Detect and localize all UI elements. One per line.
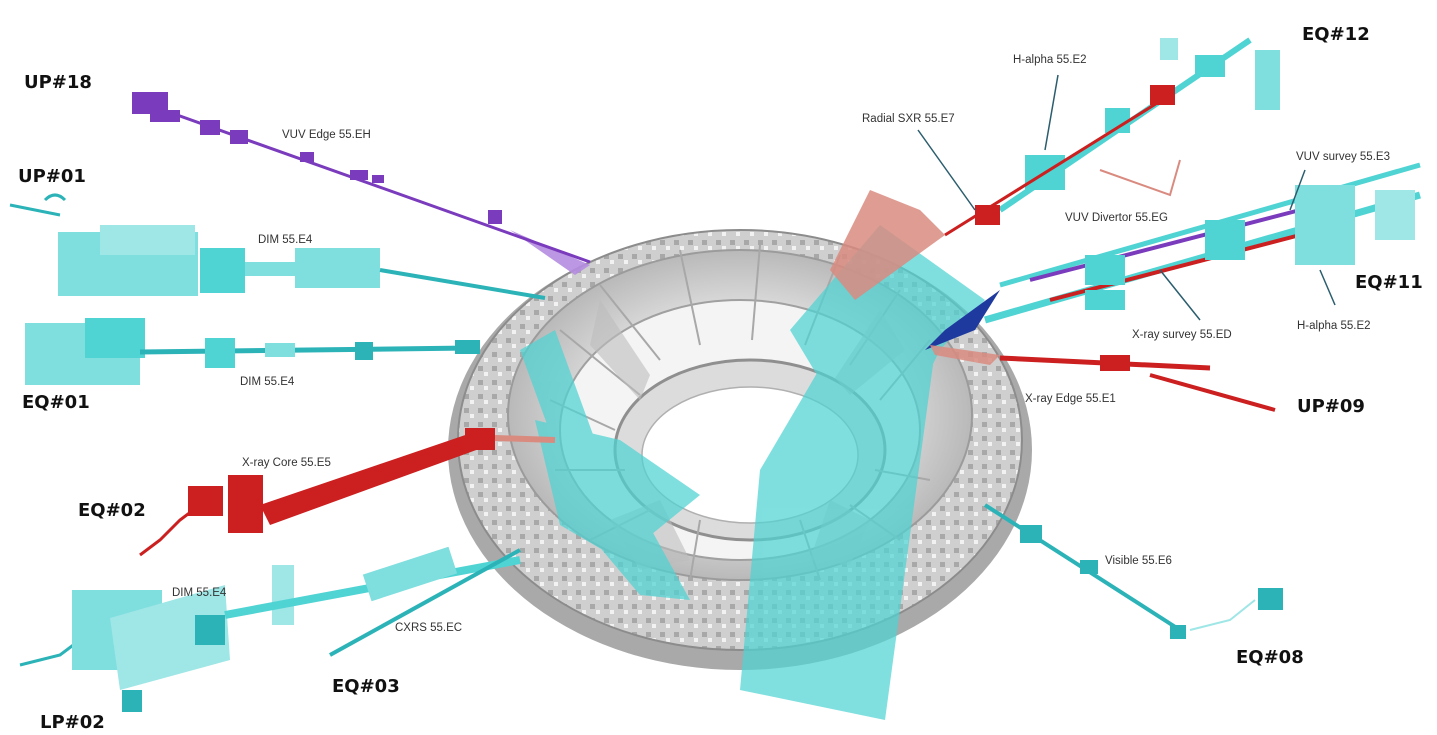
cone-center-large [740, 300, 935, 720]
port-label-lp02: LP#02 [40, 712, 105, 733]
diag-label-dim-lp02: DIM 55.E4 [172, 587, 227, 599]
diag-label-dim-eq01: DIM 55.E4 [240, 376, 295, 388]
diag-label-cxrs: CXRS 55.EC [395, 622, 462, 634]
xray-edge-beamline [999, 355, 1276, 412]
diag-label-dim-upper: DIM 55.E4 [258, 234, 313, 246]
diag-label-xray-edge: X-ray Edge 55.E1 [1025, 393, 1116, 405]
diag-label-h-alpha-eq11: H-alpha 55.E2 [1297, 320, 1371, 332]
port-label-eq12: EQ#12 [1302, 24, 1370, 45]
port-cones [520, 225, 985, 720]
vuv-edge-beamline [132, 92, 591, 264]
xray-core-beamline [139, 428, 556, 557]
port-label-eq03: EQ#03 [332, 676, 400, 697]
port-labels: UP#18 UP#01 EQ#01 EQ#02 LP#02 EQ#03 EQ#1… [18, 24, 1423, 733]
dim-lp02-beamline [19, 556, 521, 712]
port-label-up18: UP#18 [24, 72, 92, 93]
diag-label-xray-core: X-ray Core 55.E5 [242, 457, 331, 469]
port-cones-other [510, 190, 1000, 365]
port-label-eq01: EQ#01 [22, 392, 90, 413]
port-label-eq11: EQ#11 [1355, 272, 1423, 293]
cone-eq11-navy [925, 290, 1000, 350]
leader-lines [917, 74, 1336, 321]
port-label-eq08: EQ#08 [1236, 647, 1304, 668]
diag-label-h-alpha-eq12: H-alpha 55.E2 [1013, 54, 1087, 66]
diag-label-vuv-divertor: VUV Divertor 55.EG [1065, 212, 1168, 224]
port-label-up01: UP#01 [18, 166, 86, 187]
diag-label-vuv-edge: VUV Edge 55.EH [282, 129, 371, 141]
dim-up01-beamline [9, 193, 546, 300]
diag-label-visible: Visible 55.E6 [1105, 555, 1172, 567]
diag-label-radial-sxr: Radial SXR 55.E7 [862, 113, 955, 125]
cone-left-mid [535, 420, 700, 560]
diag-label-xray-survey: X-ray survey 55.ED [1132, 329, 1232, 341]
cone-left-upper [520, 330, 595, 460]
diagnostic-labels: VUV Edge 55.EH DIM 55.E4 DIM 55.E4 X-ray… [172, 54, 1390, 634]
cone-eq12-red [830, 190, 945, 300]
port-label-eq02: EQ#02 [78, 500, 146, 521]
radial-sxr-beamline [944, 85, 1181, 237]
eq11-beamlines [984, 162, 1421, 324]
visible-beamline [983, 503, 1283, 639]
cone-up09-red [930, 345, 1000, 365]
dim-eq01-beamline [25, 318, 480, 385]
diag-label-vuv-survey: VUV survey 55.E3 [1296, 151, 1390, 163]
cxrs-beamline [329, 546, 521, 657]
cone-lp02 [560, 500, 690, 600]
port-label-up09: UP#09 [1297, 396, 1365, 417]
